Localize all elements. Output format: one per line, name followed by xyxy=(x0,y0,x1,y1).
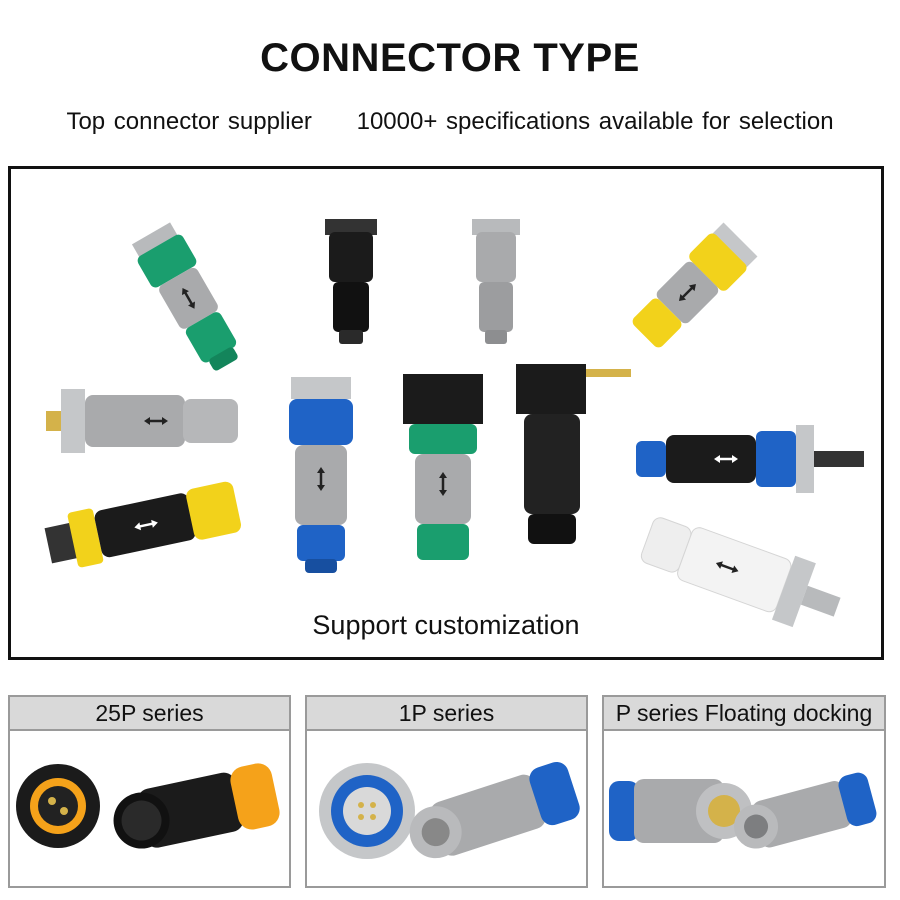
panel-25p-image xyxy=(16,763,280,849)
connector-25p-socket xyxy=(16,764,100,848)
hero-caption: Support customization xyxy=(312,610,580,640)
connector-blue-black xyxy=(636,425,864,493)
connector-green-pcb xyxy=(403,374,483,560)
page-title: CONNECTOR TYPE xyxy=(260,36,640,80)
panel-1p-label: 1P series xyxy=(307,697,586,731)
connector-1p-socket xyxy=(319,763,415,859)
connector-gray-horizontal xyxy=(46,389,238,453)
connector-floating-socket xyxy=(609,779,752,843)
panel-p-series-label: P series Floating docking xyxy=(604,697,884,731)
panel-p-series-floating: P series Floating docking xyxy=(602,695,886,888)
connector-25p-plug xyxy=(113,763,280,849)
connector-1p-plug xyxy=(409,761,580,859)
subtitle-specifications: 10000+ specifications available for sele… xyxy=(356,108,834,135)
connector-black-pcb xyxy=(516,364,631,544)
connector-green-gray xyxy=(131,222,238,371)
panel-p-series-image xyxy=(609,772,877,849)
connector-yellow-gray xyxy=(632,222,758,348)
subtitle-supplier: Top connector supplier xyxy=(66,108,312,135)
panel-1p-series: 1P series xyxy=(305,695,588,888)
connector-black-short xyxy=(325,219,377,344)
connector-blue-gray xyxy=(289,377,353,573)
connector-white xyxy=(640,517,841,628)
subtitle: Top connector supplier 10000+ specificat… xyxy=(0,108,900,136)
connector-gallery xyxy=(44,219,864,628)
connector-gray-short xyxy=(472,219,520,344)
panel-25p-series: 25P series xyxy=(8,695,291,888)
connector-floating-plug xyxy=(734,772,877,849)
connector-yellow-black xyxy=(44,481,241,568)
panel-25p-label: 25P series xyxy=(10,697,289,731)
connector-showcase: Support customization xyxy=(8,166,884,660)
panel-1p-image xyxy=(319,761,580,859)
